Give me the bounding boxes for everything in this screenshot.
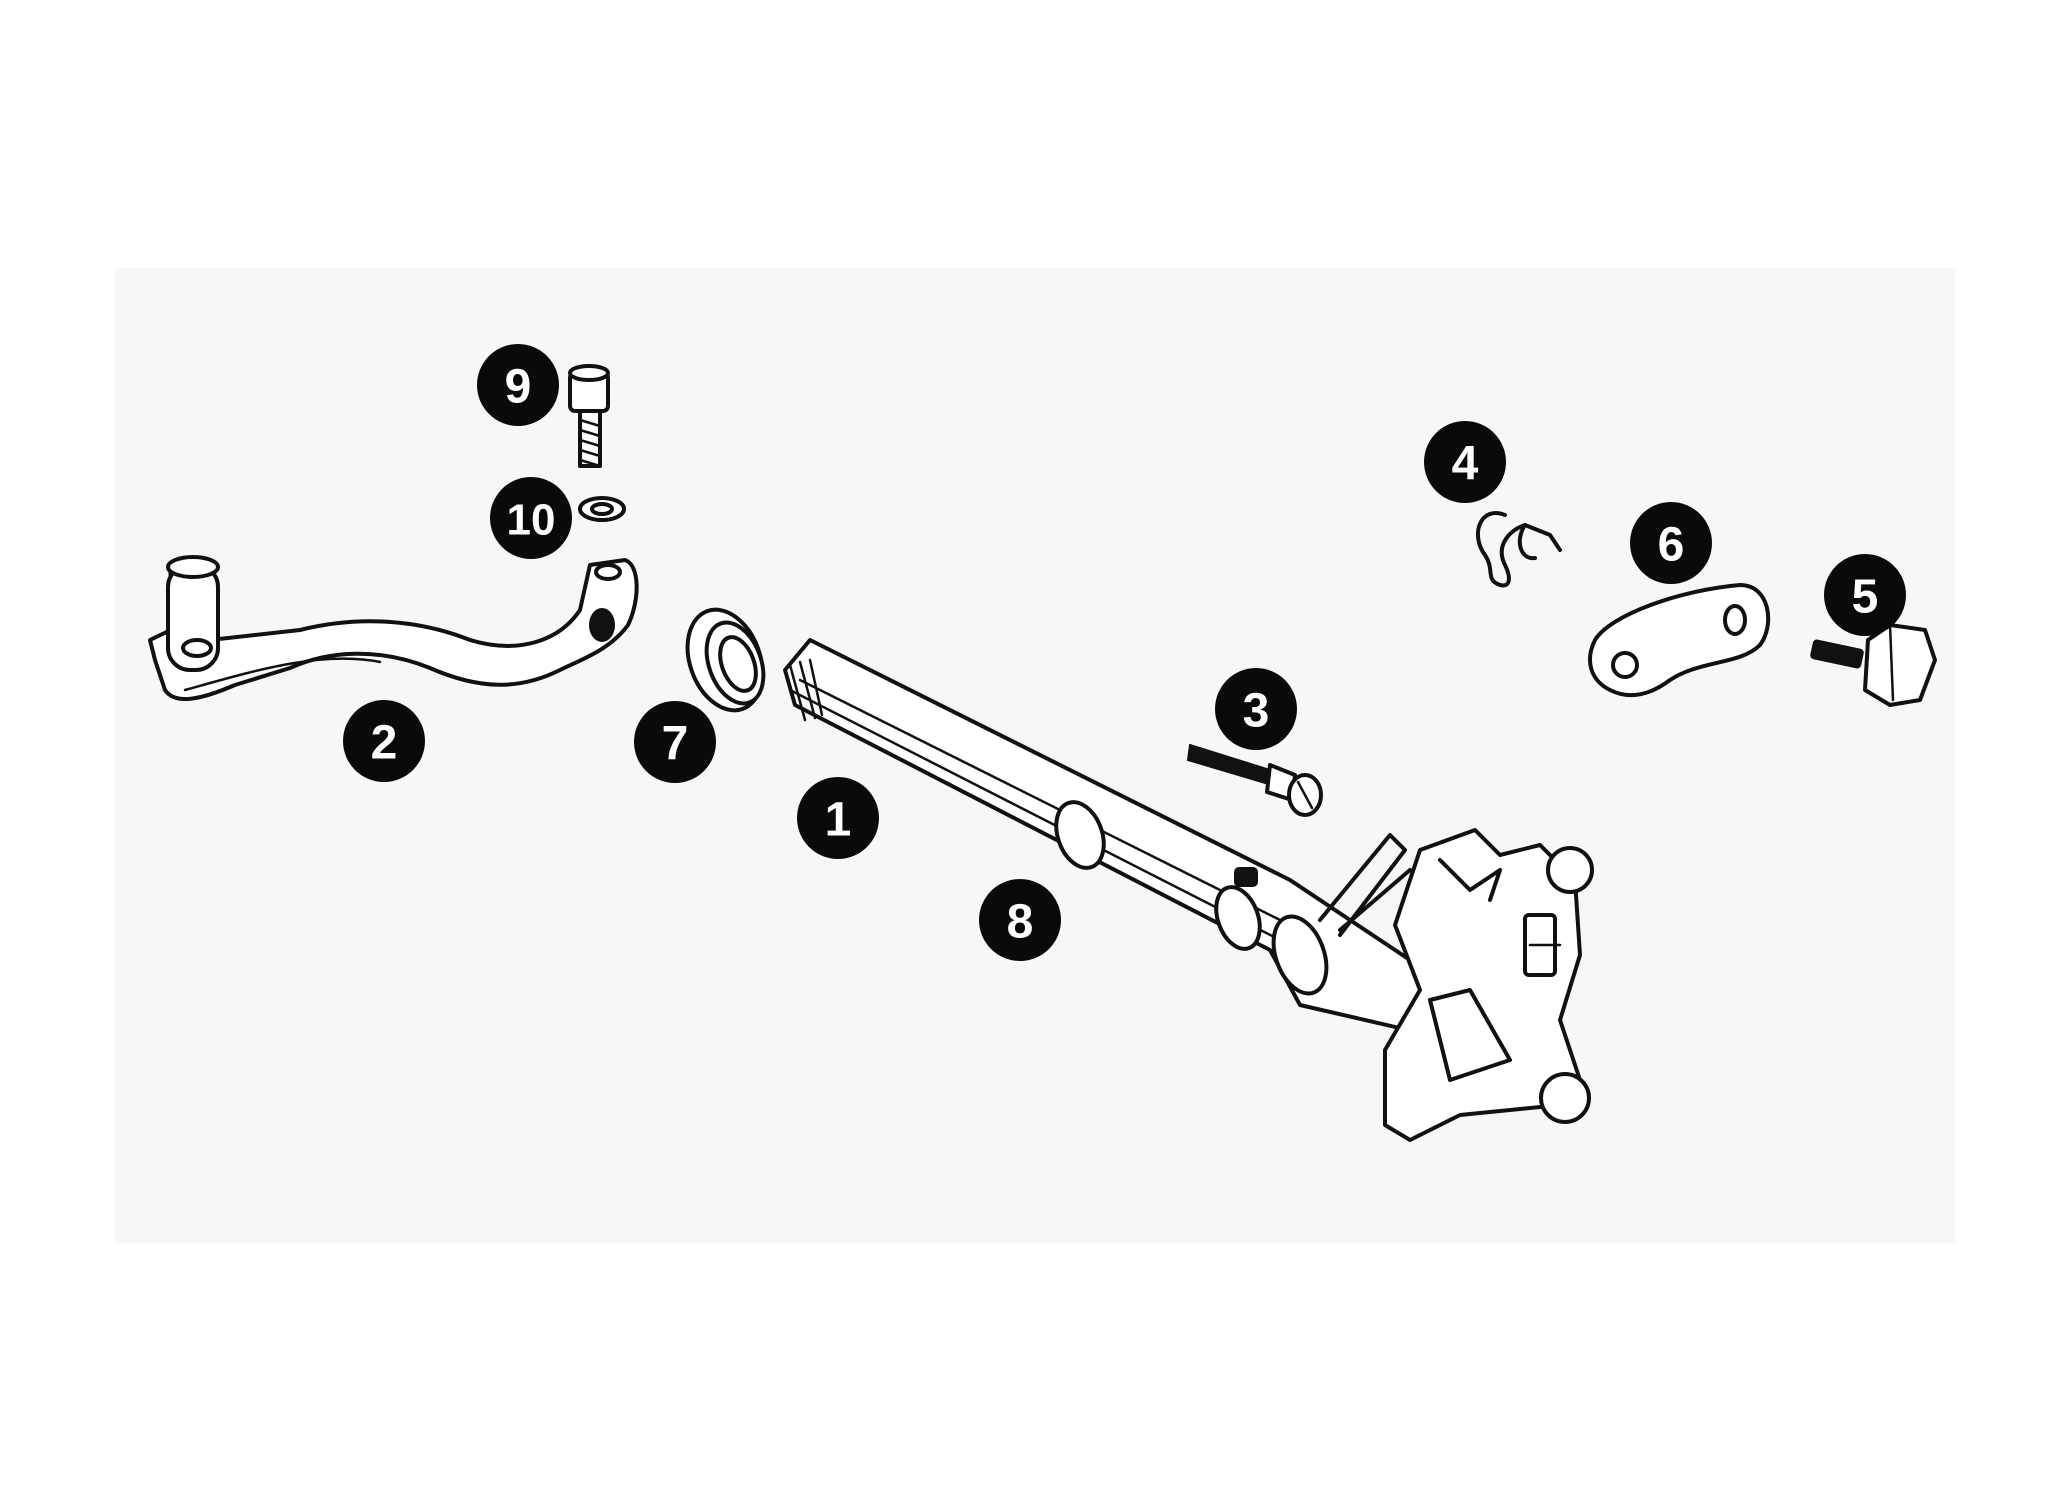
callout-8: 8 bbox=[979, 879, 1061, 961]
callout-4: 4 bbox=[1424, 421, 1506, 503]
svg-text:7: 7 bbox=[662, 718, 689, 771]
svg-text:4: 4 bbox=[1452, 438, 1479, 491]
svg-text:5: 5 bbox=[1852, 571, 1879, 624]
washer-part-10 bbox=[578, 496, 626, 522]
callout-6: 6 bbox=[1630, 502, 1712, 584]
seal-ring-part-7 bbox=[685, 607, 766, 713]
bolt-part-9 bbox=[568, 364, 610, 468]
callout-3: 3 bbox=[1215, 668, 1297, 750]
svg-text:1: 1 bbox=[825, 794, 852, 847]
callout-1: 1 bbox=[797, 777, 879, 859]
callout-7: 7 bbox=[634, 701, 716, 783]
hex-bolt-part-5 bbox=[1810, 623, 1937, 707]
svg-text:3: 3 bbox=[1243, 685, 1270, 738]
svg-text:6: 6 bbox=[1658, 519, 1685, 572]
callout-2: 2 bbox=[343, 700, 425, 782]
link-plate-part-6 bbox=[1588, 583, 1771, 698]
callout-9: 9 bbox=[477, 344, 559, 426]
shift-shaft-part bbox=[783, 638, 1594, 1142]
callout-5: 5 bbox=[1824, 554, 1906, 636]
svg-text:10: 10 bbox=[507, 496, 556, 545]
shift-lever-part bbox=[148, 555, 639, 702]
spring-clip-part-4 bbox=[1475, 511, 1562, 588]
svg-text:8: 8 bbox=[1007, 896, 1034, 949]
svg-text:9: 9 bbox=[505, 361, 532, 414]
svg-text:2: 2 bbox=[371, 717, 398, 770]
callout-10: 10 bbox=[490, 477, 572, 559]
screw-part-3 bbox=[1186, 743, 1323, 817]
